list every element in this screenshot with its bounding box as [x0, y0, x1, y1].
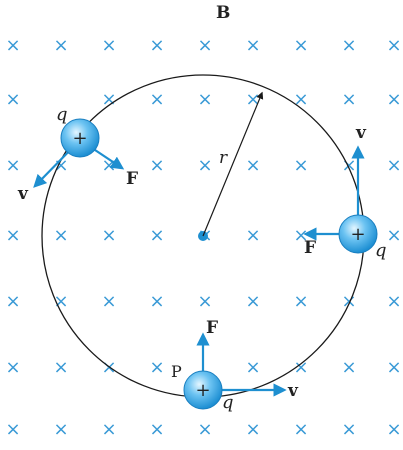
velocity-label: v — [17, 184, 29, 204]
field-cross-marker: × — [149, 35, 164, 56]
field-cross-marker: × — [53, 35, 68, 56]
field-cross-marker: × — [293, 35, 308, 56]
field-cross-marker: × — [149, 291, 164, 312]
field-cross-marker: × — [5, 419, 20, 440]
field-cross-marker: × — [5, 35, 20, 56]
field-cross-marker: × — [5, 225, 20, 246]
force-label: F — [206, 318, 218, 338]
field-cross-marker: × — [53, 225, 68, 246]
field-cross-marker: × — [341, 35, 356, 56]
field-cross-marker: × — [293, 357, 308, 378]
field-cross-marker: × — [245, 35, 260, 56]
charge-top-left: + q v F — [17, 104, 138, 204]
field-cross-marker: × — [5, 357, 20, 378]
field-cross-marker: × — [386, 89, 401, 110]
field-cross-marker: × — [101, 35, 116, 56]
charge-bottom: + F P q v — [171, 318, 299, 413]
radius-label: r — [219, 148, 228, 168]
charge-label: q — [375, 240, 387, 261]
field-cross-marker: × — [386, 225, 401, 246]
velocity-label: v — [287, 381, 299, 401]
field-cross-marker: × — [293, 419, 308, 440]
field-cross-marker: × — [5, 89, 20, 110]
field-cross-marker: × — [245, 155, 260, 176]
field-label: B — [216, 3, 230, 23]
field-cross-marker: × — [149, 357, 164, 378]
field-cross-marker: × — [53, 291, 68, 312]
field-cross-marker: × — [101, 291, 116, 312]
field-cross-marker: × — [149, 89, 164, 110]
field-cross-marker: × — [245, 357, 260, 378]
field-cross-marker: × — [197, 35, 212, 56]
field-cross-marker: × — [341, 291, 356, 312]
field-cross-marker: × — [386, 35, 401, 56]
charge-label: q — [56, 104, 68, 125]
charge-right: + v F q — [303, 123, 387, 261]
charge-ball — [338, 214, 378, 254]
force-label: F — [304, 238, 316, 258]
velocity-label: v — [355, 123, 367, 143]
field-cross-marker: × — [245, 419, 260, 440]
field-cross-marker: × — [245, 225, 260, 246]
field-cross-marker: × — [245, 89, 260, 110]
charge-ball — [60, 118, 100, 158]
field-cross-marker: × — [149, 225, 164, 246]
charge-label: q — [222, 392, 234, 413]
field-cross-marker: × — [197, 419, 212, 440]
field-cross-marker: × — [341, 357, 356, 378]
field-cross-marker: × — [245, 291, 260, 312]
field-cross-marker: × — [101, 89, 116, 110]
point-label: P — [171, 362, 182, 381]
field-cross-marker: × — [386, 155, 401, 176]
field-cross-marker: × — [386, 357, 401, 378]
plus-sign: + — [72, 128, 87, 149]
plus-sign: + — [195, 380, 210, 401]
field-cross-marker: × — [197, 291, 212, 312]
field-cross-marker: × — [5, 155, 20, 176]
field-cross-marker: × — [293, 89, 308, 110]
force-label: F — [126, 169, 138, 189]
field-cross-marker: × — [197, 155, 212, 176]
magnetic-field-crosses: × × × × × × × × × × × × × × × × × × × × × × × × × × × × × × × × × × × × × × × ×… — [5, 35, 401, 440]
field-cross-marker: × — [5, 291, 20, 312]
charge-ball — [183, 370, 223, 410]
field-cross-marker: × — [386, 419, 401, 440]
field-cross-marker: × — [386, 291, 401, 312]
field-cross-marker: × — [53, 155, 68, 176]
field-cross-marker: × — [149, 419, 164, 440]
field-cross-marker: × — [101, 225, 116, 246]
field-cross-marker: × — [53, 419, 68, 440]
field-cross-marker: × — [341, 419, 356, 440]
field-cross-marker: × — [341, 89, 356, 110]
radius-arrow — [202, 91, 264, 237]
field-cross-marker: × — [293, 291, 308, 312]
field-cross-marker: × — [149, 155, 164, 176]
field-cross-marker: × — [293, 155, 308, 176]
plus-sign: + — [350, 224, 365, 245]
field-cross-marker: × — [197, 89, 212, 110]
field-cross-marker: × — [53, 357, 68, 378]
field-cross-marker: × — [101, 419, 116, 440]
